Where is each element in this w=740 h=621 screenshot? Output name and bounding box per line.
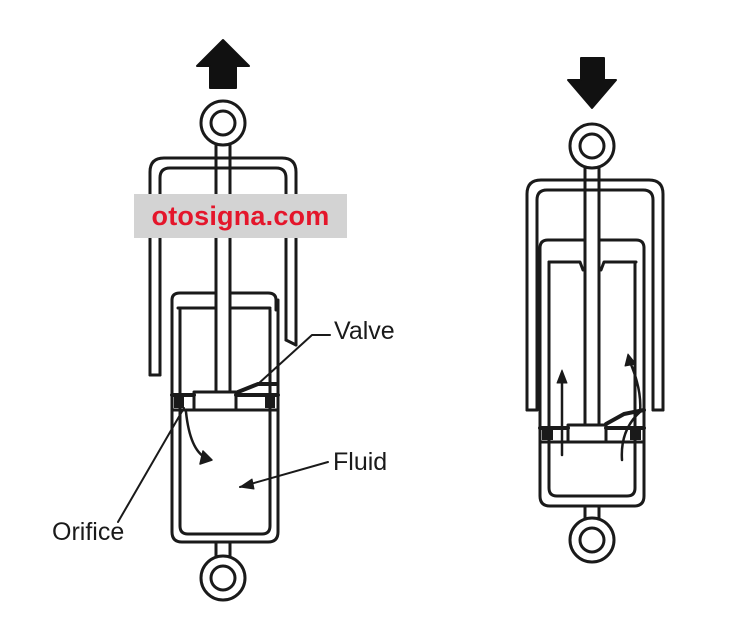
dust-cover [525, 178, 665, 412]
left-shock-absorber [117, 39, 331, 602]
dust-cover [148, 156, 298, 377]
piston-rod [583, 178, 601, 427]
valve-label: Valve [334, 317, 395, 345]
arrow-down-icon [567, 57, 617, 109]
bottom-mount-eye [568, 504, 616, 564]
right-shock-absorber [525, 57, 665, 564]
fluid-label: Fluid [333, 448, 388, 476]
fluid-flow-arrows [556, 353, 642, 462]
watermark-text: otosigna.com [151, 200, 330, 231]
fluid-leader-line [239, 461, 329, 488]
piston [170, 382, 280, 412]
valve-leader-line [257, 334, 331, 385]
top-mount-eye [568, 122, 616, 182]
bottom-mount-eye [199, 540, 247, 602]
valve-disc [604, 408, 646, 426]
top-mount-eye [199, 99, 247, 159]
orifice-leader-line [117, 407, 185, 523]
inner-cylinder [170, 298, 280, 544]
inner-cylinder [538, 238, 646, 508]
piston-rod [214, 155, 232, 394]
watermark-banner: otosigna.com [134, 194, 347, 238]
piston [538, 408, 646, 444]
arrow-up-icon [196, 39, 250, 89]
orifice-label: Orifice [52, 518, 125, 546]
